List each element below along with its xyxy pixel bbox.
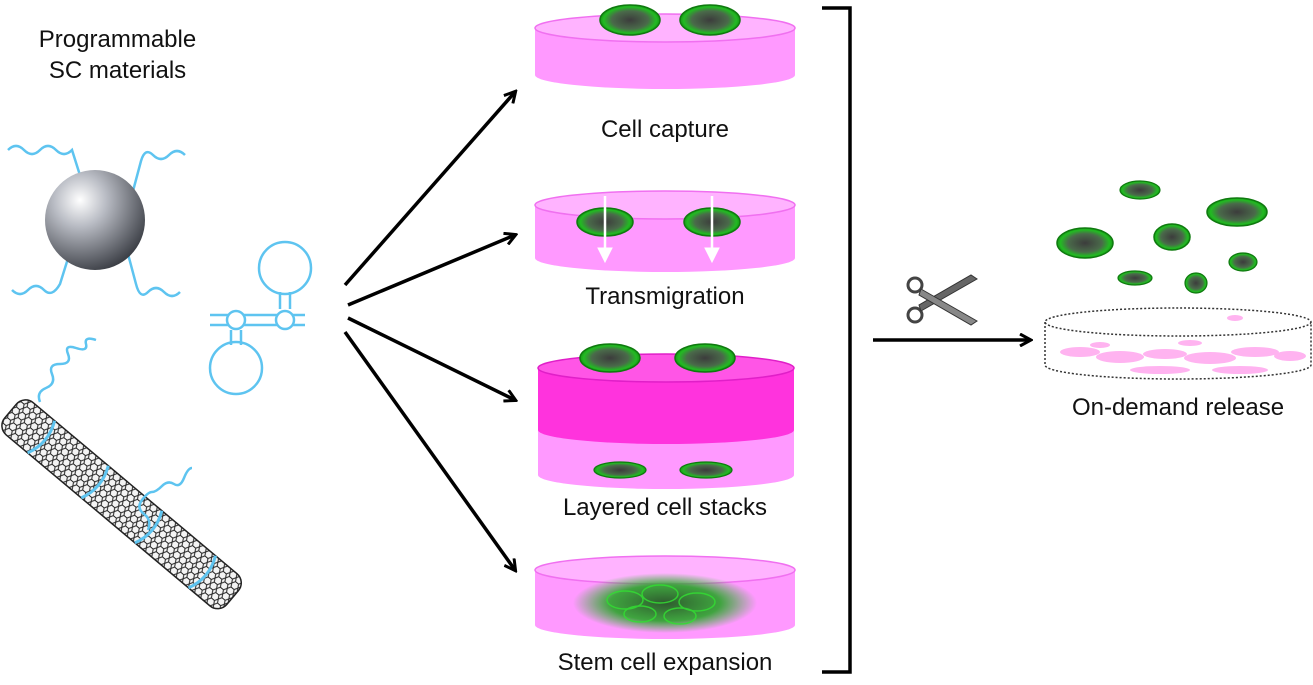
transmigration-disk: [534, 190, 796, 272]
arrow-to-layered-stacks: [347, 316, 515, 400]
layered-stacks-disk: [537, 343, 795, 489]
bottom-layer-cell: [593, 461, 647, 479]
released-cells: [1056, 180, 1268, 294]
bottom-layer-cell: [679, 461, 733, 479]
cell-capture-disk: [534, 4, 796, 89]
materials-title-line2: SC materials: [48, 57, 187, 84]
arrow-to-stem-cell: [343, 330, 515, 570]
sphere-particle: [45, 170, 145, 270]
label-stem-cell-expansion: Stem cell expansion: [557, 649, 773, 676]
scissors-icon: [906, 274, 978, 326]
release-dish: [1044, 307, 1312, 380]
arrow-to-cell-capture: [343, 92, 515, 287]
label-layered-cell-stacks: Layered cell stacks: [562, 494, 768, 521]
captured-cell: [599, 4, 661, 36]
top-layer-cell: [579, 343, 641, 373]
arrow-to-transmigration: [347, 235, 515, 307]
aptamer-structure: [208, 240, 313, 396]
label-transmigration: Transmigration: [585, 283, 745, 310]
nanoparticle: [7, 144, 186, 298]
grouping-bracket: [822, 6, 852, 674]
materials-title-line1: Programmable: [38, 26, 197, 53]
stem-cell-disk: [534, 555, 796, 639]
top-layer-cell: [674, 343, 736, 373]
label-on-demand-release: On-demand release: [1071, 394, 1285, 421]
captured-cell: [679, 4, 741, 36]
branch-arrows: [343, 92, 515, 570]
carbon-nanotube: [1, 337, 242, 610]
label-cell-capture: Cell capture: [600, 116, 730, 143]
migration-arrows: [597, 196, 720, 264]
